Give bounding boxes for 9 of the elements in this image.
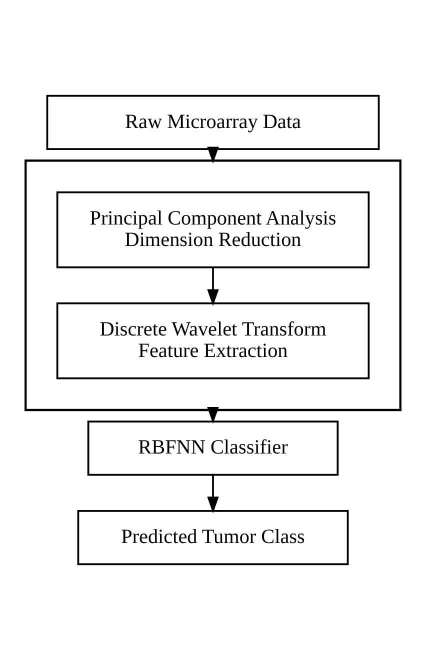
arrow	[207, 407, 219, 424]
cluster	[24, 160, 402, 412]
arrow	[207, 475, 219, 514]
arrow	[207, 146, 219, 164]
node-box: Principal Component Analysis Dimension Reduction	[56, 191, 370, 268]
node-box: Discrete Wavelet Transform Feature Extraction	[56, 302, 370, 380]
node-box: Predicted Tumor Class	[77, 510, 349, 566]
arrow	[207, 268, 219, 306]
node-box: RBFNN Classifier	[87, 420, 339, 476]
